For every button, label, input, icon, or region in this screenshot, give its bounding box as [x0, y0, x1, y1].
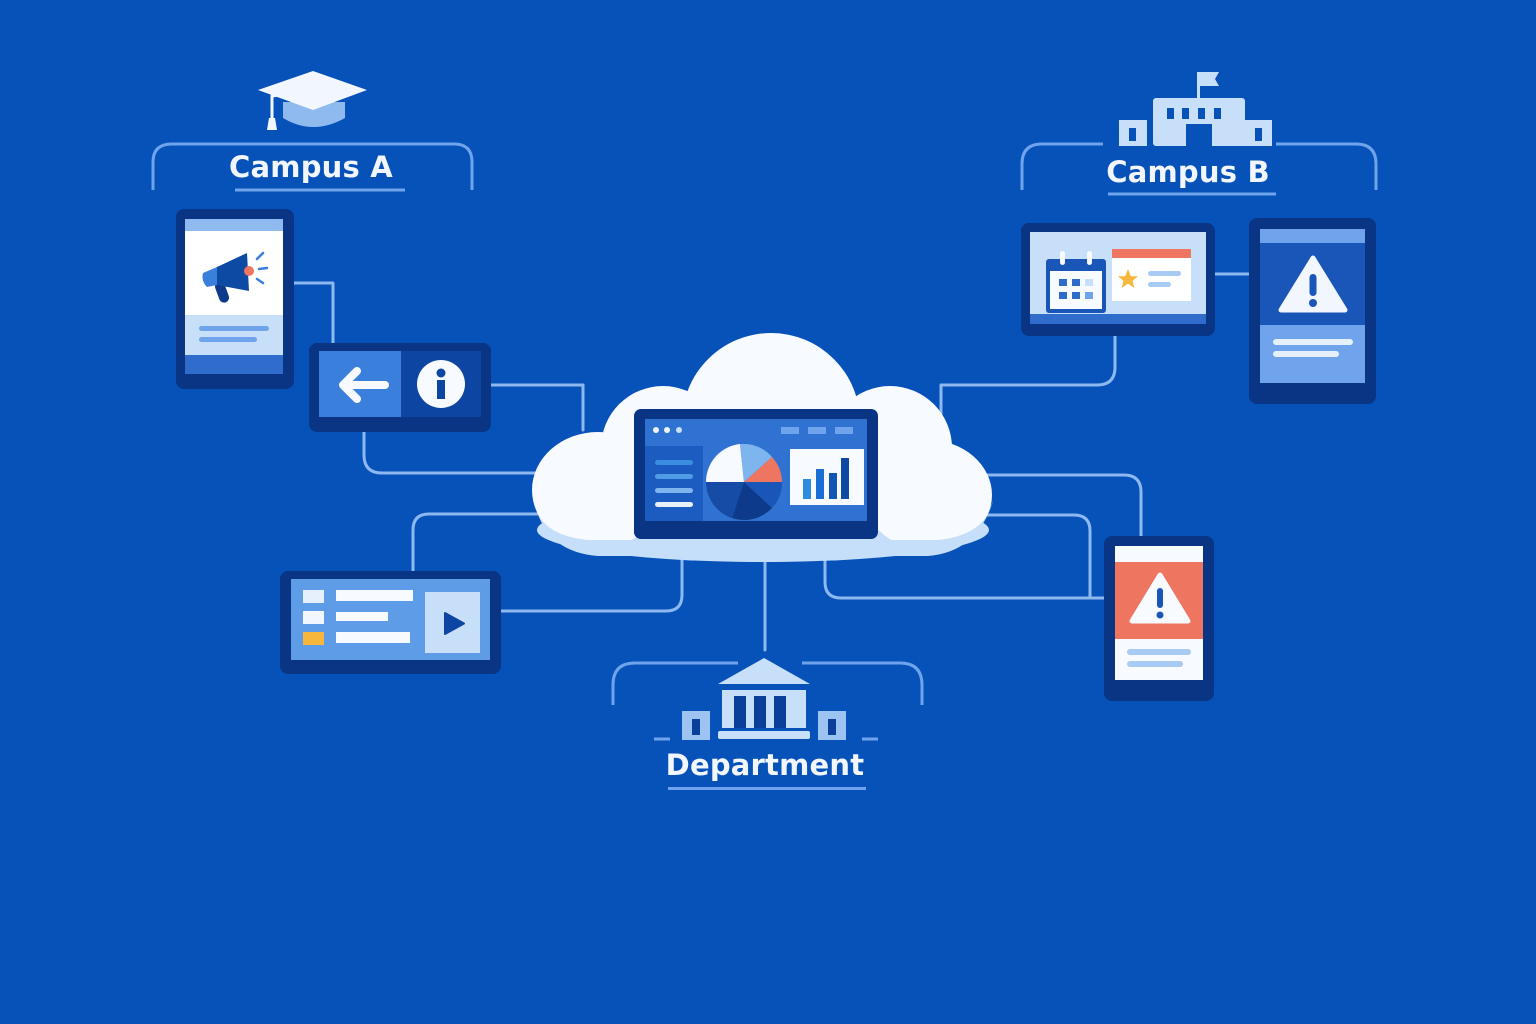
event-card: [1112, 249, 1191, 301]
list-bullet: [303, 632, 324, 645]
dashboard-display: [645, 419, 867, 521]
toolbar-tab: [835, 427, 853, 434]
tablet-announcement[interactable]: [176, 209, 294, 389]
campus-b-label: Campus B: [1106, 155, 1270, 189]
list-item: [336, 632, 410, 643]
star-icon: [1117, 268, 1139, 289]
school-building-icon: [1119, 72, 1272, 146]
window-dot-icon: [676, 427, 682, 433]
graduation-cap-icon: [258, 71, 367, 130]
list-bullet: [303, 590, 324, 603]
tablet-warning-blue[interactable]: [1249, 218, 1376, 404]
nav-info-panel[interactable]: [309, 343, 491, 432]
tablet-alert-red[interactable]: [1104, 536, 1214, 701]
department-underline: [668, 787, 866, 790]
campus-b-bracket: [1020, 142, 1378, 196]
pie-chart-icon: [705, 444, 783, 520]
back-button[interactable]: [319, 351, 401, 417]
arrow-left-icon: [339, 367, 389, 403]
campus-a-label: Campus A: [229, 150, 393, 184]
department-bracket: [611, 661, 924, 741]
institution-columns-icon: [682, 658, 846, 740]
list-bullet: [303, 611, 324, 624]
warning-icon: [1129, 572, 1191, 624]
info-button[interactable]: [401, 351, 481, 417]
play-button[interactable]: [425, 592, 480, 653]
window-dot-icon: [664, 427, 670, 433]
calendar-event-display[interactable]: [1021, 223, 1215, 336]
dashboard-sidebar: [645, 446, 703, 521]
campus-a-bracket: [151, 142, 474, 192]
toolbar-tab: [781, 427, 799, 434]
list-item: [336, 590, 413, 601]
toolbar-tab: [808, 427, 826, 434]
warning-icon: [1278, 255, 1348, 313]
bar-chart-icon: [790, 449, 864, 505]
play-icon: [444, 612, 465, 635]
info-icon: [417, 360, 465, 408]
dashboard-screen: [634, 409, 878, 539]
list-item: [336, 612, 388, 621]
department-label: Department: [665, 748, 865, 782]
playlist-player[interactable]: [280, 571, 501, 674]
window-dot-icon: [653, 427, 659, 433]
megaphone-icon: [202, 251, 269, 303]
calendar-icon: [1046, 251, 1106, 313]
